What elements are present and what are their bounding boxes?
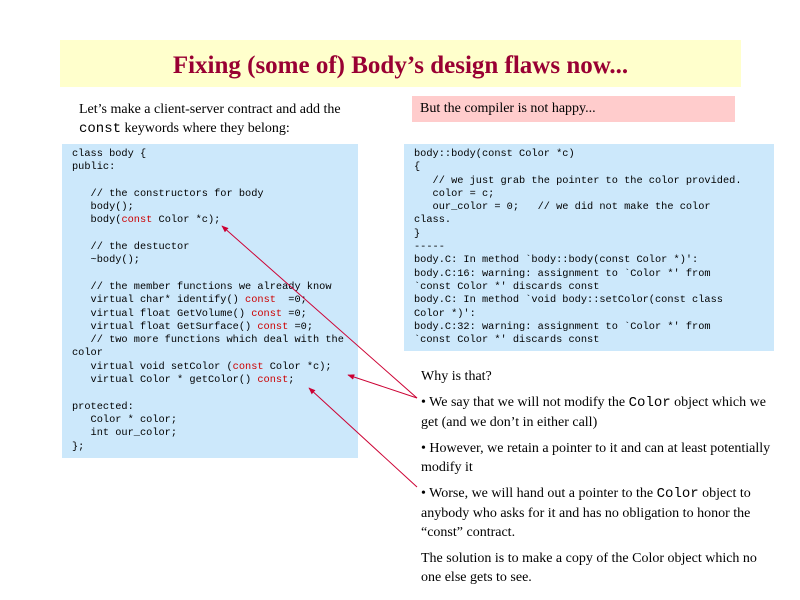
solution-text: The solution is to make a copy of the Co… (421, 551, 757, 585)
compiler-note-box: But the compiler is not happy... (412, 96, 735, 122)
const-keyword: const (245, 294, 276, 307)
code-line: // the member functions we already know (72, 280, 332, 293)
bullet-1: • We say that we will not modify the Col… (421, 395, 766, 430)
const-keyword: const (121, 214, 153, 227)
intro-keyword: const (79, 121, 122, 137)
code-line: color = c; (414, 187, 495, 200)
arrow-to-getcolor (308, 387, 418, 488)
code-line: virtual float GetVolume() const =0; (72, 307, 307, 320)
code-line: body(const Color *c); (72, 214, 221, 227)
code-line: virtual Color * getColor() const; (72, 374, 295, 387)
intro-text: Let’s make a client-server contract and … (79, 100, 399, 139)
code-line: body(); (72, 201, 134, 214)
code-line: // the destuctor (72, 241, 190, 254)
code-line: body.C: In method `body::body(const Colo… (414, 254, 699, 267)
const-keyword: const (232, 360, 264, 373)
code-line: public: (72, 161, 116, 174)
code-line: body.C:16: warning: assignment to `Color… (414, 267, 711, 280)
code-line: class body { (72, 148, 147, 160)
explanation-text: Why is that? • We say that we will not m… (421, 367, 777, 594)
code-line: body::body(const Color *c) (414, 148, 575, 160)
code-line: ----- (414, 241, 445, 254)
code-line: // two more functions which deal with th… (72, 334, 344, 347)
code-line: // we just grab the pointer to the color… (414, 174, 742, 187)
code-line: Color * color; (72, 413, 178, 426)
left-code-block: class body { public: // the constructors… (62, 144, 358, 458)
bullet-3: • Worse, we will hand out a pointer to t… (421, 486, 751, 540)
code-line: virtual void setColor (const Color *c); (72, 360, 332, 373)
intro-line1: Let’s make a client-server contract and … (79, 102, 341, 117)
code-line: } (414, 227, 421, 240)
right-code-block: body::body(const Color *c) { // we just … (404, 144, 774, 351)
why-heading: Why is that? (421, 369, 492, 384)
code-line: protected: (72, 400, 134, 413)
code-line: `const Color *' discards const (414, 280, 600, 293)
code-line: { (414, 161, 421, 174)
code-line: }; (72, 440, 85, 453)
intro-line2: keywords where they belong: (121, 121, 290, 136)
code-line: // the constructors for body (72, 187, 264, 200)
const-keyword: const (251, 307, 283, 320)
code-line: int our_color; (72, 427, 178, 440)
title-banner: Fixing (some of) Body’s design flaws now… (60, 40, 741, 87)
code-line: class. (414, 214, 452, 227)
arrow-to-setcolor (347, 374, 418, 399)
compiler-note: But the compiler is not happy... (420, 101, 596, 116)
code-line: color (72, 347, 103, 360)
bullet-2: • However, we retain a pointer to it and… (421, 441, 771, 475)
const-keyword: const (257, 320, 289, 333)
code-line: Color *)': (414, 307, 476, 320)
code-line: body.C:32: warning: assignment to `Color… (414, 320, 711, 333)
const-keyword: const (257, 374, 289, 387)
arrow-to-constructor (221, 225, 418, 399)
code-line: body.C: In method `void body::setColor(c… (414, 294, 723, 307)
code-line: `const Color *' discards const (414, 334, 600, 347)
code-line: virtual float GetSurface() const =0; (72, 320, 313, 333)
code-line: our_color = 0; // we did not make the co… (414, 201, 711, 214)
slide-title: Fixing (some of) Body’s design flaws now… (172, 52, 629, 79)
code-line: ~body(); (72, 254, 140, 267)
code-line: virtual char* identify() const =0; (72, 294, 307, 307)
